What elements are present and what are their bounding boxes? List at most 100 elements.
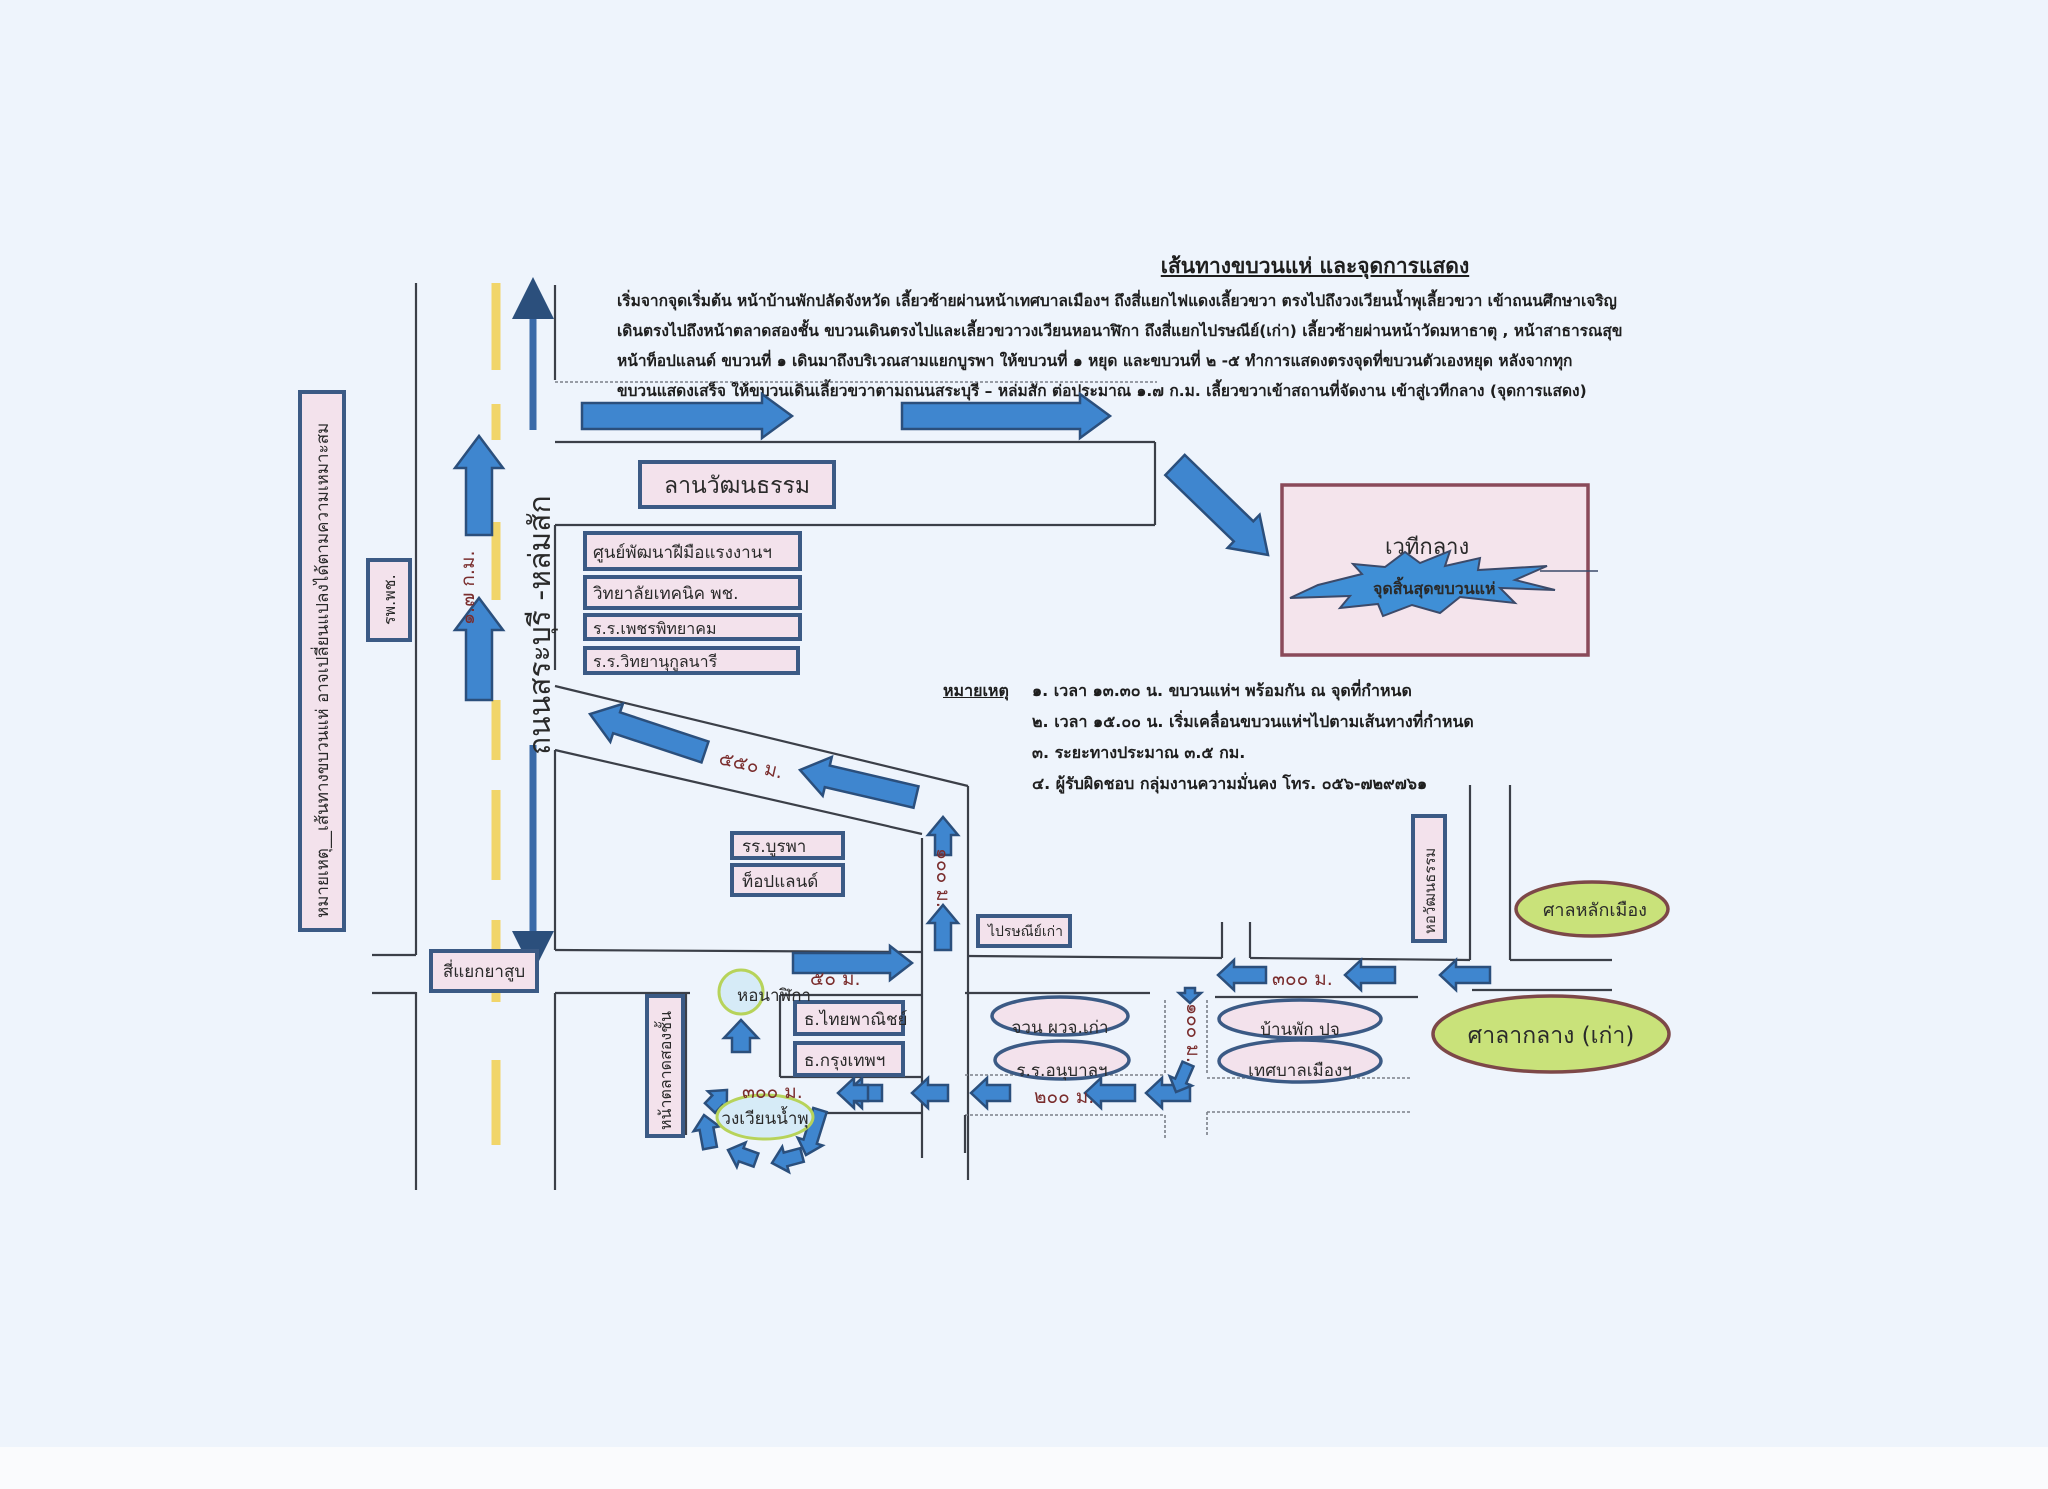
place-old-governor-residence: จวน ผวจ.เก่า <box>990 995 1130 1038</box>
route-arrow-icon <box>900 391 1113 441</box>
main-stage-label: เวทีกลาง <box>1385 535 1469 560</box>
place-deputy-residence: บ้านพัก ปจ <box>1217 998 1383 1040</box>
distance-550m: ๕๕๐ ม. <box>717 747 785 783</box>
side-note: หมายเหตุ__เส้นทางขบวนแห่ อาจเปลี่ยนแปลงไ… <box>298 390 346 932</box>
note-item: ๑. เวลา ๑๓.๓๐ น. ขบวนแห่ฯ พร้อมกัน ณ จุด… <box>1032 681 1412 700</box>
route-arrow-icon <box>770 1143 806 1175</box>
place-burapha: รร.บูรพา <box>730 831 845 860</box>
route-arrow-icon <box>587 701 711 764</box>
place-phetphithayakhom: ร.ร.เพชรพิทยาคม <box>583 613 802 641</box>
place-old-city-hall: ศาลากลาง (เก่า) <box>1431 994 1671 1074</box>
route-arrow-icon <box>795 1106 829 1157</box>
place-witthayanukunnari: ร.ร.วิทยานุกูลนารี <box>583 646 800 675</box>
route-arrow-icon <box>791 943 915 983</box>
route-arrow-icon <box>726 1140 761 1171</box>
document-title: เส้นทางขบวนแห่ และจุดการแสดง <box>1160 254 1470 278</box>
place-city-pillar: ศาลหลักเมือง <box>1514 880 1670 938</box>
place-yasub-junction: สี่แยกยาสูบ <box>429 949 539 993</box>
route-arrow-icon <box>1163 453 1270 557</box>
note-item: ๒. เวลา ๑๕.๐๐ น. เริ่มเคลื่อนขบวนแห่ฯไปต… <box>1032 712 1474 731</box>
route-arrow-icon <box>925 903 961 952</box>
notes-header: หมายเหตุ <box>943 681 1009 700</box>
place-topland: ท็อปแลนด์ <box>730 863 845 897</box>
svg-text:ไปรษณีย์เก่า: ไปรษณีย์เก่า <box>987 923 1063 940</box>
svg-text:ศาลหลักเมือง: ศาลหลักเมือง <box>1543 900 1647 921</box>
place-fountain: วงเวียนน้ำพุ <box>715 1093 815 1141</box>
route-arrows <box>452 391 1492 1175</box>
route-arrow-icon <box>452 433 506 537</box>
route-arrow-icon <box>925 815 961 857</box>
svg-text:รพ.พช.: รพ.พช. <box>380 574 399 625</box>
svg-text:ท็อปแลนด์: ท็อปแลนด์ <box>742 870 818 892</box>
route-arrow-icon <box>1167 1059 1196 1094</box>
road-distance-label: ๑.๗ ก.ม. <box>457 550 479 625</box>
svg-text:ธ.กรุงเทพฯ: ธ.กรุงเทพฯ <box>804 1051 885 1071</box>
distance-100m-south: ๑๐๐ ม. <box>1182 1003 1204 1063</box>
svg-text:หน้าตลาดสองชั้น: หน้าตลาดสองชั้น <box>654 1011 675 1130</box>
road-lines <box>372 283 1612 1190</box>
svg-text:ร.ร.อนุบาลฯ: ร.ร.อนุบาลฯ <box>1016 1061 1107 1081</box>
place-thai-panich: ธ.ไทยพาณิชย์ <box>793 1000 908 1036</box>
route-arrow-icon <box>1343 957 1397 993</box>
svg-text:หอวัฒนธรรม: หอวัฒนธรรม <box>1421 848 1439 934</box>
distance-100m-burapha: ๑๐๐ ม. <box>932 848 954 908</box>
svg-text:สี่แยกยาสูบ: สี่แยกยาสูบ <box>443 959 525 982</box>
distance-50m: ๕๐ ม. <box>810 968 861 990</box>
route-arrow-icon <box>1083 1075 1137 1111</box>
description-line: เริ่มจากจุดเริ่มต้น หน้าบ้านพักปลัดจังหว… <box>617 292 1617 310</box>
svg-text:วิทยาลัยเทคนิค พช.: วิทยาลัยเทคนิค พช. <box>593 584 739 604</box>
place-bangkok-bank: ธ.กรุงเทพฯ <box>793 1041 905 1077</box>
svg-text:ศาลากลาง (เก่า): ศาลากลาง (เก่า) <box>1468 1023 1635 1049</box>
place-kindergarten: ร.ร.อนุบาลฯ <box>993 1039 1131 1081</box>
route-arrow-icon <box>721 1018 761 1054</box>
svg-text:บ้านพัก ปจ: บ้านพัก ปจ <box>1260 1020 1340 1040</box>
place-municipality: เทศบาลเมืองฯ <box>1217 1038 1383 1084</box>
route-arrow-icon <box>910 1075 950 1111</box>
side-note-text: หมายเหตุ__เส้นทางขบวนแห่ อาจเปลี่ยนแปลงไ… <box>310 423 333 918</box>
east-road-top <box>1249 956 1471 962</box>
route-description: เริ่มจากจุดเริ่มต้น หน้าบ้านพักปลัดจังหว… <box>617 286 1717 406</box>
place-skill-center: ศูนย์พัฒนาฝีมือแรงงานฯ <box>583 531 802 571</box>
distance-300m-fountain: ๓๐๐ ม. <box>742 1081 803 1103</box>
note-item: ๔. ผู้รับผิดชอบ กลุ่มงานความมั่นคง โทร. … <box>1032 774 1428 793</box>
place-clock-tower: หอนาฬิกา <box>717 968 811 1016</box>
end-point-label: จุดสิ้นสุดขบวนแห่ <box>1373 576 1496 599</box>
svg-text:ศูนย์พัฒนาฝีมือแรงงานฯ: ศูนย์พัฒนาฝีมือแรงงานฯ <box>593 543 772 563</box>
svg-text:รร.บูรพา: รร.บูรพา <box>742 837 806 857</box>
scan-bottom-margin <box>0 1447 2048 1489</box>
cross-road-top <box>554 948 923 954</box>
route-arrow-icon <box>1175 986 1205 1005</box>
route-arrow-icon <box>1438 957 1492 993</box>
distance-300m-east: ๓๐๐ ม. <box>1272 968 1333 990</box>
svg-text:ธ.ไทยพาณิชย์: ธ.ไทยพาณิชย์ <box>804 1009 908 1030</box>
svg-text:ร.ร.วิทยานุกูลนารี: ร.ร.วิทยานุกูลนารี <box>593 652 718 672</box>
svg-text:วงเวียนน้ำพุ: วงเวียนน้ำพุ <box>721 1106 808 1129</box>
route-arrow-icon <box>691 1113 723 1151</box>
place-old-post: ไปรษณีย์เก่า <box>976 914 1072 948</box>
route-arrow-icon <box>797 754 921 810</box>
route-arrow-icon <box>580 391 795 441</box>
svg-text:จวน ผวจ.เก่า: จวน ผวจ.เก่า <box>1011 1018 1108 1038</box>
description-line: หน้าท็อปแลนด์ ขบวนที่ ๑ เดินมาถึงบริเวณส… <box>617 352 1573 370</box>
diagonal-road-bottom <box>554 748 923 836</box>
road-name-label: ถนนสระบุรี -หล่มสัก <box>523 495 559 755</box>
svg-text:เทศบาลเมืองฯ: เทศบาลเมืองฯ <box>1248 1061 1352 1081</box>
route-arrow-icon <box>452 595 506 702</box>
description-line: ขบวนแสดงเสร็จ ให้ขบวนเดินเลี้ยวขวาตามถนน… <box>617 382 1587 400</box>
route-arrow-icon <box>836 1075 870 1111</box>
place-tech-college: วิทยาลัยเทคนิค พช. <box>583 575 802 610</box>
place-cultural-ground: ลานวัฒนธรรม <box>638 460 836 509</box>
end-point-burst-icon <box>1289 549 1556 618</box>
main-stage-venue: เวทีกลาง จุดสิ้นสุดขบวนแห่ <box>1280 483 1598 657</box>
post-road-top <box>967 954 1223 960</box>
distance-200m: ๒๐๐ ม. <box>1034 1086 1094 1108</box>
route-arrow-icon <box>1216 957 1268 993</box>
description-line: เดินตรงไปถึงหน้าตลาดสองชั้น ขบวนเดินตรงไ… <box>617 322 1623 340</box>
place-culture-hall: หอวัฒนธรรม <box>1411 814 1447 943</box>
svg-text:หอนาฬิกา: หอนาฬิกา <box>737 986 811 1006</box>
svg-text:ร.ร.เพชรพิทยาคม: ร.ร.เพชรพิทยาคม <box>593 619 717 638</box>
route-arrow-icon <box>969 1075 1012 1111</box>
note-item: ๓. ระยะทางประมาณ ๓.๕ กม. <box>1032 743 1246 762</box>
hospital-label: รพ.พช. <box>366 558 412 642</box>
